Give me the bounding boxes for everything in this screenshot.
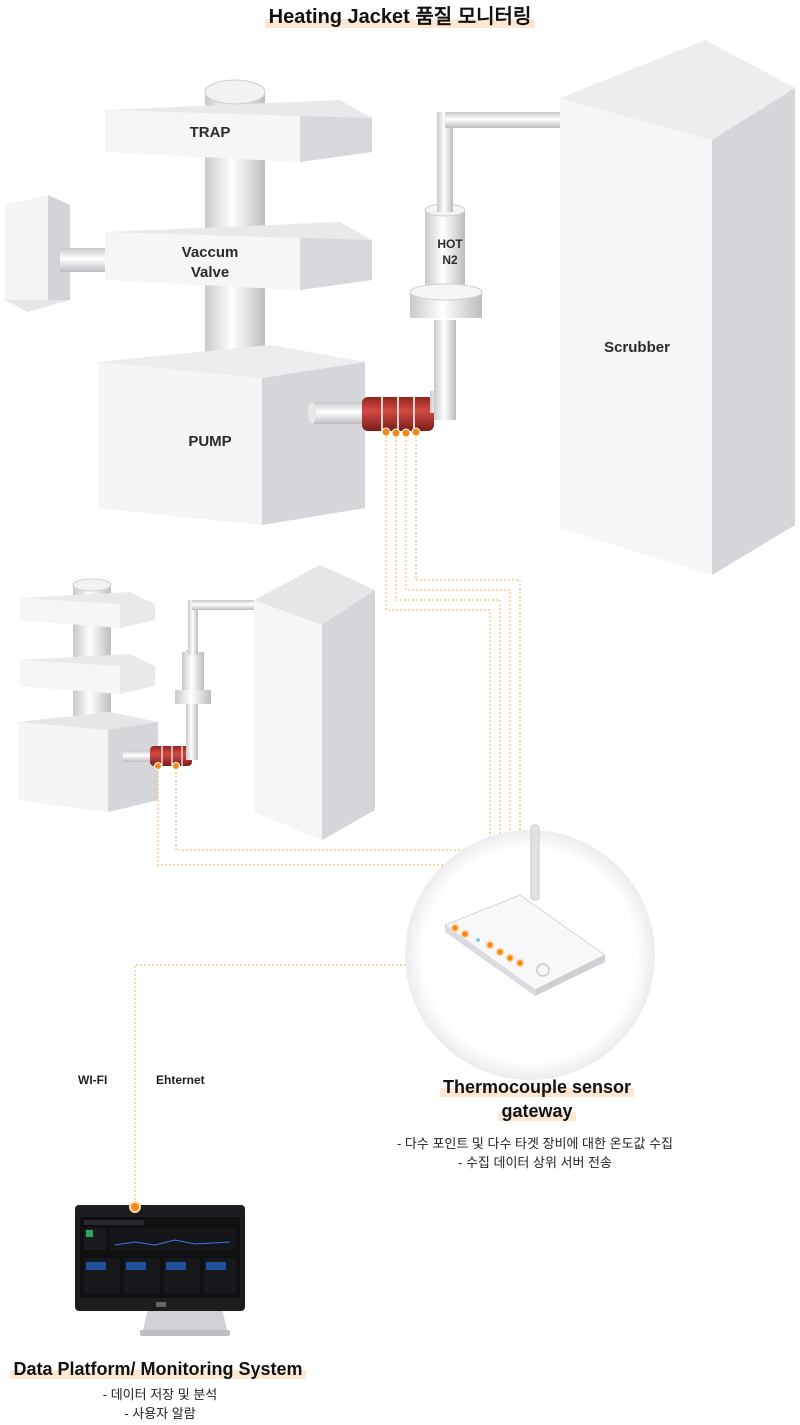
pump-label: PUMP <box>188 433 232 450</box>
valve-plate <box>105 222 372 290</box>
monitor-connection-point <box>129 1201 141 1213</box>
monitor <box>75 1205 245 1336</box>
small-valve-plate <box>20 654 155 694</box>
gateway-ports <box>450 923 525 968</box>
gateway-title-line2: gateway <box>498 1101 576 1121</box>
platform-title-text: Data Platform/ Monitoring System <box>10 1359 306 1379</box>
hot-n2-fitting <box>409 203 483 318</box>
sensor-points-small <box>154 762 180 770</box>
small-scrubber-tower <box>254 565 375 840</box>
gateway-bullets: - 다수 포인트 및 다수 타겟 장비에 대한 온도값 수집 - 수집 데이터 … <box>340 1134 730 1172</box>
side-pipe <box>60 248 110 272</box>
heater-jacket-main <box>362 397 434 431</box>
gateway-bullet-1: - 다수 포인트 및 다수 타겟 장비에 대한 온도값 수집 <box>396 1136 674 1151</box>
pump-box <box>98 345 365 525</box>
scrubber-label: Scrubber <box>604 339 670 356</box>
scrubber-tower <box>560 40 795 575</box>
small-trap-plate <box>20 592 155 628</box>
small-pump-box <box>18 712 158 812</box>
gateway-status-led <box>476 938 480 942</box>
gateway-title: Thermocouple sensor gateway <box>412 1075 662 1123</box>
platform-title: Data Platform/ Monitoring System <box>0 1357 316 1381</box>
platform-bullet-2: - 사용자 알람 <box>124 1406 196 1421</box>
ethernet-label: Ehternet <box>156 1073 205 1087</box>
hot-n2-label-line2: N2 <box>442 253 458 267</box>
trap-label: TRAP <box>189 124 231 141</box>
wifi-label: WI-FI <box>78 1073 108 1087</box>
gateway-device <box>443 824 606 996</box>
side-box <box>5 195 70 312</box>
hot-n2-label-line1: HOT <box>437 237 463 251</box>
heater-jacket-small <box>150 746 192 766</box>
trap-plate <box>105 100 372 162</box>
page-title: Heating Jacket 품질 모니터링 <box>0 0 800 29</box>
sensor-points-main <box>381 427 421 438</box>
page-title-text: Heating Jacket 품질 모니터링 <box>264 6 536 28</box>
gateway-bullet-2: - 수집 데이터 상위 서버 전송 <box>458 1155 612 1170</box>
valve-label: Vaccum Valve <box>160 243 260 283</box>
platform-bullets: - 데이터 저장 및 분석 - 사용자 알람 <box>60 1385 260 1423</box>
gateway-title-line1: Thermocouple sensor <box>439 1077 635 1097</box>
hot-n2-label: HOT N2 <box>425 236 475 268</box>
valve-label-line1: Vaccum <box>181 244 239 261</box>
platform-bullet-1: - 데이터 저장 및 분석 <box>102 1387 218 1402</box>
valve-label-line2: Valve <box>190 264 230 281</box>
